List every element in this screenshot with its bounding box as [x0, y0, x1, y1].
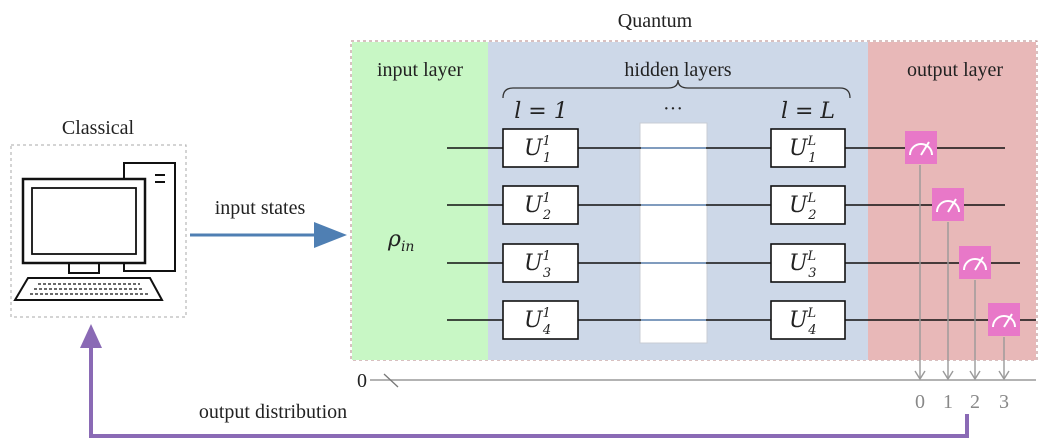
svg-text:U13: U13: [524, 249, 551, 281]
svg-text:UL3: UL3: [789, 249, 816, 281]
measurement-gate-2: [932, 188, 964, 221]
rho-in-label: ρin: [387, 227, 414, 255]
input-states-label: input states: [215, 197, 306, 219]
classical-title: Classical: [62, 117, 135, 139]
svg-text:U12: U12: [524, 191, 551, 223]
measurement-gate-4: [988, 303, 1020, 336]
measurement-gate-1: [905, 131, 937, 164]
classical-register-slash: [383, 373, 399, 388]
svg-text:UL1: UL1: [789, 134, 816, 166]
output-index-0: 0: [915, 391, 925, 413]
classical-register-zero: 0: [357, 370, 367, 392]
output-distribution-arrow: [89, 344, 969, 438]
dots-label: ···: [663, 98, 683, 120]
output-distribution-label: output distribution: [199, 401, 347, 423]
computer-icon: [13, 162, 176, 301]
classical-frame: [10, 144, 187, 318]
input-layer-label: input layer: [377, 59, 463, 81]
placeholder-wires: [641, 147, 706, 321]
output-index-1: 1: [943, 391, 953, 413]
svg-text:U11: U11: [524, 134, 551, 166]
svg-text:U14: U14: [524, 306, 551, 338]
input-layer-panel: [352, 42, 488, 360]
hidden-layer-placeholder: [639, 122, 708, 344]
quantum-title: Quantum: [618, 10, 693, 32]
output-index-2: 2: [970, 391, 980, 413]
output-distribution-arrowhead: [80, 324, 102, 348]
layer-last-label: l = L: [781, 99, 835, 124]
measurement-gate-3: [959, 246, 991, 279]
measurement-lines: [914, 165, 1010, 381]
input-states-arrowhead: [314, 222, 347, 248]
hidden-layers-brace: [502, 79, 851, 99]
svg-text:UL2: UL2: [789, 191, 816, 223]
svg-text:UL4: UL4: [789, 306, 816, 338]
hidden-layers-label: hidden layers: [624, 59, 731, 81]
output-layer-label: output layer: [907, 59, 1003, 81]
layer-first-label: l = 1: [514, 99, 567, 124]
output-index-3: 3: [999, 391, 1009, 413]
quantum-frame: [350, 40, 1038, 361]
